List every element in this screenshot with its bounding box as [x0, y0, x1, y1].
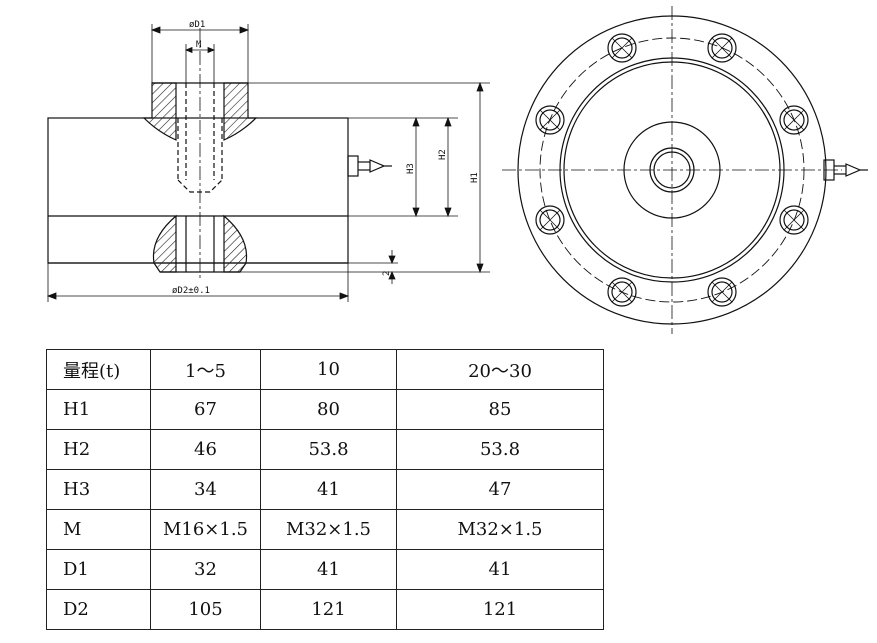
- spec-table: 量程(t) 1～5 10 20～30 H1 67 80 85 H2 46 53.…: [46, 349, 604, 630]
- cable-connector: [347, 155, 359, 177]
- side-view-dimensions: [46, 24, 490, 302]
- row-label: H2: [46, 429, 151, 470]
- table-cell: 105: [150, 589, 261, 630]
- table-cell: 46: [150, 429, 261, 470]
- header-cell-range: 量程(t): [46, 349, 151, 390]
- table-cell: 85: [396, 389, 604, 430]
- table-row: M M16×1.5 M32×1.5 M32×1.5: [46, 509, 604, 550]
- table-row: H3 34 41 47: [46, 469, 604, 510]
- dim-label-m: M: [196, 40, 202, 50]
- table-row: H1 67 80 85: [46, 389, 604, 430]
- row-label: H1: [46, 389, 151, 430]
- technical-drawing: øD1 M H1 H2 H3 2 øD2±0.1: [46, 6, 868, 334]
- table-row: D2 105 121 121: [46, 589, 604, 630]
- table-cell: 80: [260, 389, 397, 430]
- bolt-hole: [707, 277, 737, 307]
- table-cell: 67: [150, 389, 261, 430]
- bolt-hole: [707, 33, 737, 63]
- bolt-hole: [607, 33, 637, 63]
- sensor-body-outline: [47, 117, 349, 264]
- table-cell: M16×1.5: [150, 509, 261, 550]
- table-cell: 34: [150, 469, 261, 510]
- bolt-hole: [607, 277, 637, 307]
- table-cell: 53.8: [260, 429, 397, 470]
- side-view: [47, 28, 392, 280]
- table-cell: M32×1.5: [260, 509, 397, 550]
- table-header-row: 量程(t) 1～5 10 20～30: [46, 349, 604, 390]
- table-cell: M32×1.5: [396, 509, 604, 550]
- top-view: [502, 6, 868, 334]
- row-label: D2: [46, 589, 151, 630]
- row-label: H3: [46, 469, 151, 510]
- dim-label-gap: 2: [382, 271, 392, 276]
- header-cell-range-2: 10: [260, 349, 397, 390]
- bolt-hole: [779, 105, 809, 135]
- dim-label-d2: øD2±0.1: [172, 286, 210, 296]
- bolt-holes: [535, 33, 809, 307]
- table-row: D1 32 41 41: [46, 549, 604, 590]
- table-cell: 41: [260, 549, 397, 590]
- header-cell-range-1: 1～5: [150, 349, 261, 390]
- table-cell: 53.8: [396, 429, 604, 470]
- row-label: M: [46, 509, 151, 550]
- table-cell: 121: [260, 589, 397, 630]
- table-cell: 41: [260, 469, 397, 510]
- top-view-cable-connector: [823, 159, 868, 181]
- table-row: H2 46 53.8 53.8: [46, 429, 604, 470]
- top-boss-left-section: [142, 82, 177, 141]
- dim-label-d1: øD1: [189, 20, 205, 30]
- table-cell: 41: [396, 549, 604, 590]
- row-label: D1: [46, 549, 151, 590]
- header-cell-range-3: 20～30: [396, 349, 604, 390]
- table-cell: 47: [396, 469, 604, 510]
- bottom-boss-left-section: [152, 214, 177, 273]
- bolt-hole: [779, 205, 809, 235]
- bottom-boss-right-section: [223, 214, 248, 273]
- top-boss-right-section: [223, 82, 258, 141]
- bolt-hole: [535, 105, 565, 135]
- dim-label-h3: H3: [406, 163, 416, 174]
- table-cell: 32: [150, 549, 261, 590]
- bolt-hole: [535, 205, 565, 235]
- table-cell: 121: [396, 589, 604, 630]
- dim-label-h2: H2: [438, 149, 448, 160]
- dim-label-h1: H1: [470, 172, 480, 183]
